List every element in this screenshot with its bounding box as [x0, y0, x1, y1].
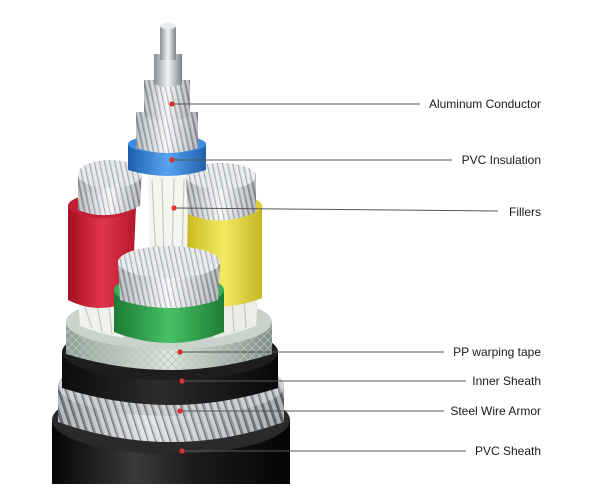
marker-pvc-sheath: [179, 448, 185, 454]
leader-fillers: [173, 207, 499, 212]
marker-inner-sheath: [179, 378, 185, 384]
marker-pp-tape: [177, 349, 183, 355]
marker-aluminum-conductor: [169, 101, 175, 107]
label-inner-sheath: Inner Sheath: [472, 374, 541, 388]
green-core: [114, 246, 224, 343]
label-pvc-sheath: PVC Sheath: [474, 444, 541, 458]
blue-core: [128, 23, 206, 176]
label-pp-wrapping-tape: PP warping tape: [453, 345, 541, 359]
red-core: [68, 160, 142, 308]
label-fillers: Fillers: [509, 205, 541, 219]
label-steel-wire-armor: Steel Wire Armor: [450, 404, 541, 418]
leader-lines: [172, 103, 499, 452]
marker-pvc-insulation: [169, 157, 175, 163]
label-aluminum-conductor: Aluminum Conductor: [428, 97, 541, 111]
marker-dots: [169, 101, 185, 454]
marker-fillers: [171, 205, 177, 211]
marker-steel-wire-armor: [177, 408, 183, 414]
label-pvc-insulation: PVC Insulation: [461, 153, 541, 167]
